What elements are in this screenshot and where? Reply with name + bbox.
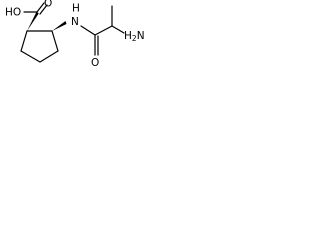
amino-nitrogen-label: N — [137, 30, 145, 42]
carbonyl-oxygen-amide-label: O — [91, 57, 99, 69]
carboxylic-acid-group: HO O — [5, 0, 52, 19]
wedge-bond-amide — [52, 21, 67, 31]
amino-hydrogen-label: H — [124, 30, 132, 42]
chemical-structure: HO O H N O H2N — [5, 0, 145, 69]
bond-alpha-amino — [111, 25, 125, 34]
hydroxyl-label: HO — [5, 7, 21, 19]
bond-carbonyl-alpha-c — [94, 25, 113, 36]
amino-group-label: H2N — [124, 30, 145, 43]
bond-n-carbonyl-c — [80, 25, 96, 36]
amino-subscript-label: 2 — [132, 34, 137, 43]
ring-bond-c3-c4 — [20, 50, 41, 63]
ring-bond-c1-c2 — [51, 30, 59, 52]
bond-carboxyl-co-a — [36, 2, 45, 13]
amide-nh-group: H N — [71, 3, 80, 29]
alanine-side-chain: H2N — [94, 5, 145, 43]
carbonyl-oxygen-acid-label: O — [44, 0, 52, 10]
ring-bond-c4-c5 — [20, 30, 28, 52]
amide-hydrogen-label: H — [72, 3, 80, 15]
ring-bond-c2-c3 — [39, 50, 59, 63]
amide-carbonyl-group: O — [80, 25, 99, 69]
wedge-bond-carboxyl — [27, 11, 39, 31]
cyclopentane-ring — [20, 30, 59, 63]
bond-carboxyl-co-b — [39, 4, 48, 15]
amide-nitrogen-label: N — [71, 16, 79, 28]
